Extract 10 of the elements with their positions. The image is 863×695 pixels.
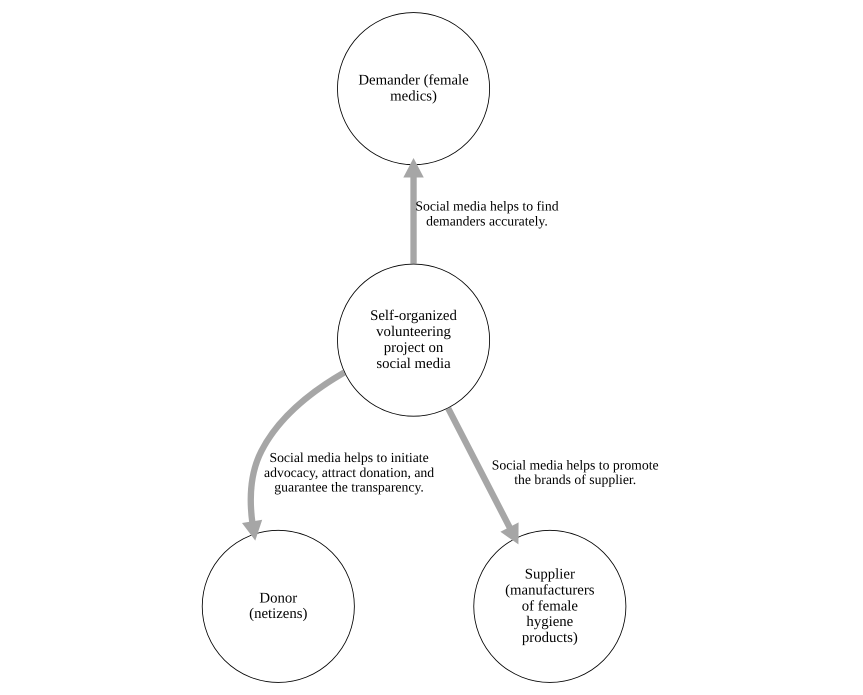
edge-label: Social media helps to initiate advocacy, attract donation, and guarantee the transparency.: [264, 450, 434, 495]
edge-label: Social media helps to find demanders accurately.: [415, 198, 559, 228]
arrow: [445, 406, 519, 544]
node-circle: Demander (female medics): [337, 12, 490, 166]
node-circle: Donor (netizens): [202, 530, 355, 683]
node-circle: Self-organized volunteering project on social media: [337, 264, 490, 417]
edge-label: Social media helps to promote the brands of supplier.: [492, 457, 659, 488]
arrow: [403, 158, 424, 264]
arrow: [242, 370, 346, 541]
node-circle: Supplier (manufacturers of female hygiene products): [473, 530, 626, 683]
